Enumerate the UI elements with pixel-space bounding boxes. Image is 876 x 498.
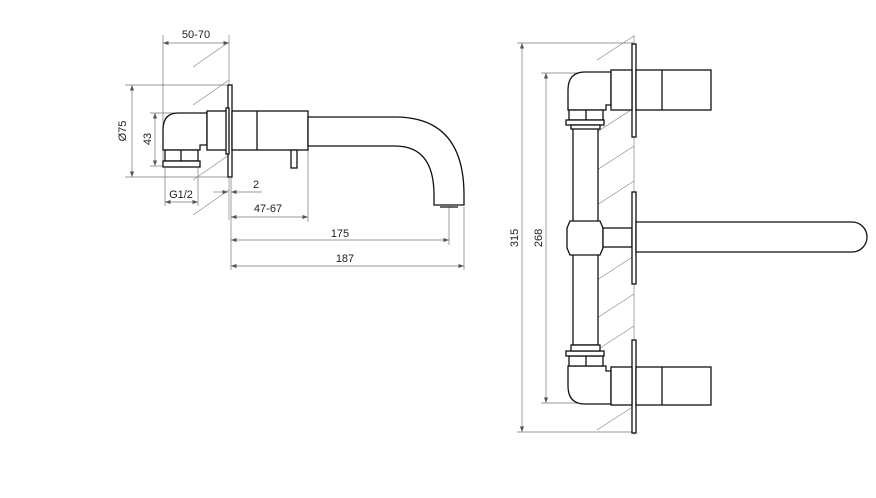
dim-connection: G1/2: [169, 189, 193, 201]
center-tee: [566, 220, 604, 256]
dim-plate-thickness: 2: [253, 179, 259, 191]
side-view: 50-70 Ø75 43 2 G1/2 47-67 175 187: [117, 29, 465, 270]
connection-flange: [162, 160, 201, 168]
spout-front: [635, 221, 868, 253]
lever-pin: [290, 149, 298, 169]
dimension-lines: [125, 35, 465, 270]
lower-elbow: [567, 365, 612, 405]
spout-stem: [602, 227, 633, 248]
dim-body-projection: 47-67: [254, 203, 282, 215]
dim-total-reach: 187: [336, 253, 354, 265]
faucet-side: [162, 84, 465, 208]
spout: [307, 116, 465, 206]
dim-wall-depth: 50-70: [182, 29, 210, 41]
upper-elbow: [567, 71, 612, 111]
dim-total-height: 315: [509, 229, 521, 247]
hot-handle: [635, 69, 712, 111]
mixer-body-rear: [206, 110, 228, 151]
dim-spout-reach: 175: [331, 228, 349, 240]
elbow: [162, 112, 208, 151]
dim-plate-diameter: Ø75: [117, 121, 129, 142]
cold-handle: [635, 366, 712, 406]
front-view: 315 268: [509, 35, 868, 435]
dim-handle-spacing: 268: [533, 229, 545, 247]
mixer-body: [231, 110, 309, 151]
faucet-front: [565, 43, 868, 434]
dim-body-height: 43: [142, 133, 154, 145]
